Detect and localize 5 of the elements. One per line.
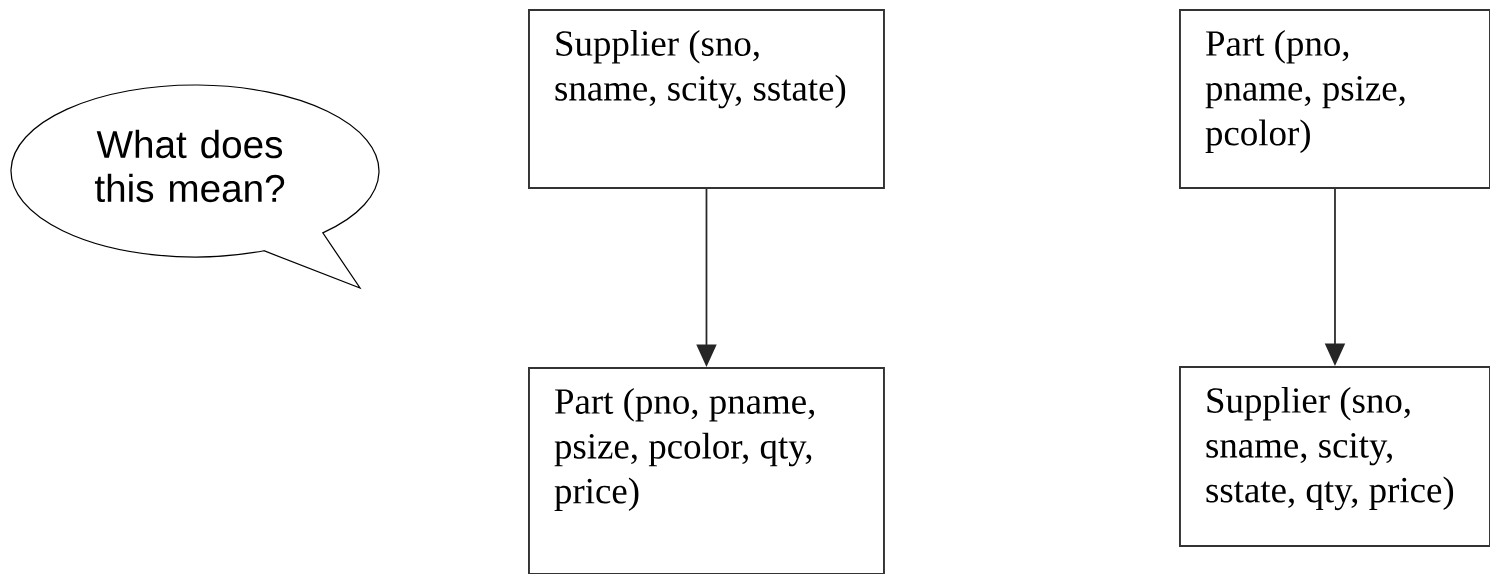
speech-bubble: What does this mean? [10,84,380,289]
entity-box: Supplier (sno, sname, scity, sstate, qty, price) [1179,366,1490,547]
entity-box: Supplier (sno, sname, scity, sstate) [528,9,885,189]
entity-box: Part (pno, pname, psize, pcolor) [1179,9,1490,189]
entity-box: Part (pno, pname, psize, pcolor, qty, price) [528,367,885,574]
